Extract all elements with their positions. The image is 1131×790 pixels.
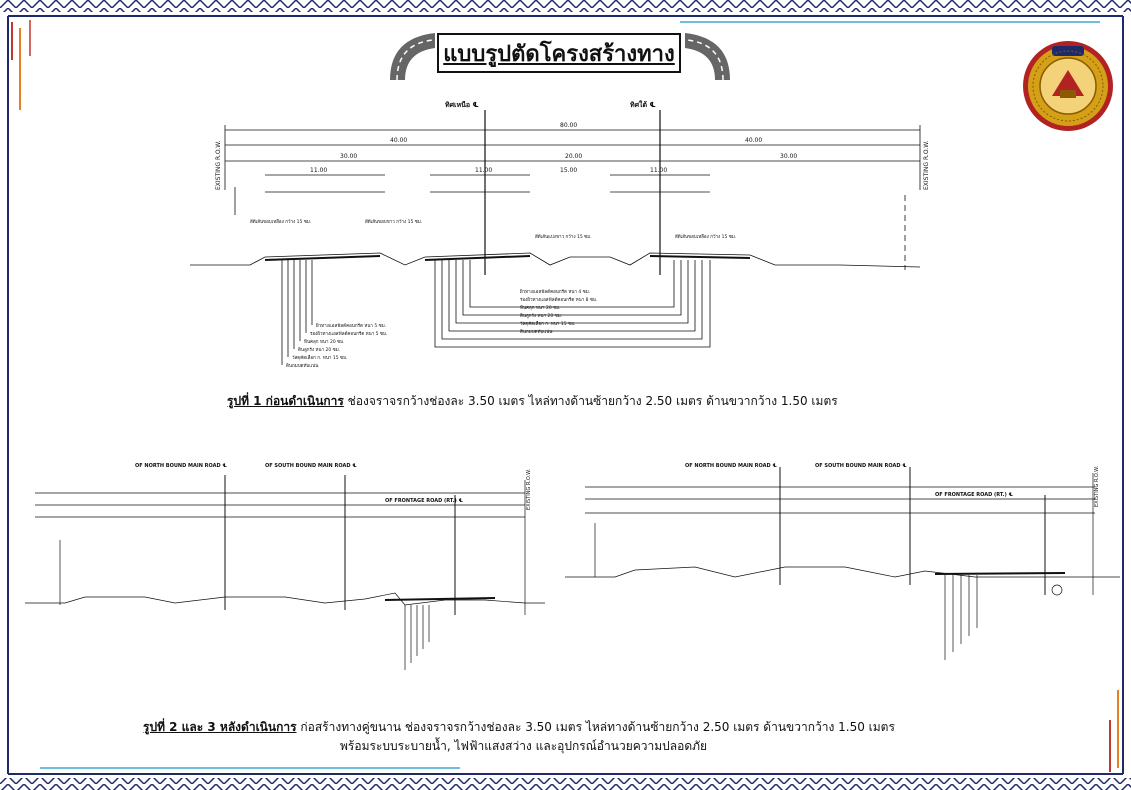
stripe-note-0: สีตีเส้นขอบเหลือง กว้าง 15 ซม. xyxy=(250,218,312,225)
figure3-cross-section: OF NORTH BOUND MAIN ROAD ℄ OF SOUTH BOUN… xyxy=(565,463,1120,660)
note-center-1: รองผิวทางแอสฟัลต์คอนกรีต หนา 8 ซม. xyxy=(520,296,597,303)
figure2-cross-section: OF NORTH BOUND MAIN ROAD ℄ OF SOUTH BOUN… xyxy=(25,463,545,670)
svg-text:30.00: 30.00 xyxy=(340,153,357,160)
page-title: แบบรูปตัดโครงสร้างทาง xyxy=(437,33,681,73)
svg-text:20.00: 20.00 xyxy=(565,153,582,160)
fig2-row-label: EXISTING R.O.W. xyxy=(526,468,532,510)
svg-text:15.00: 15.00 xyxy=(560,167,577,174)
svg-text:11.00: 11.00 xyxy=(650,167,667,174)
note-left-4: วัสดุคัดเลือก ก. หนา 15 ซม. xyxy=(292,354,347,361)
stripe-note-2: สีตีเส้นแบ่งขาว กว้าง 15 ซม. xyxy=(535,234,592,240)
figure1-caption-text: ช่องจราจรกว้างช่องละ 3.50 เมตร ไหล่ทางด้… xyxy=(347,394,838,408)
figure1-cross-section: 80.00 40.00 40.00 30.00 20.00 30.00 11.0… xyxy=(190,100,930,369)
road-curve-right-icon xyxy=(685,33,730,80)
figure1-caption-bold: รูปที่ 1 ก่อนดำเนินการ xyxy=(227,394,344,408)
row-label-left: EXISTING R.O.W. xyxy=(215,141,222,190)
svg-text:40.00: 40.00 xyxy=(745,137,762,144)
stripe-note-3: สีตีเส้นขอบเหลือง กว้าง 15 ซม. xyxy=(675,233,737,240)
figure2-3-caption: รูปที่ 2 และ 3 หลังดำเนินการ ก่อสร้างทาง… xyxy=(143,718,895,737)
svg-text:40.00: 40.00 xyxy=(390,137,407,144)
figure2-3-caption-line2: พร้อมระบบระบายน้ำ, ไฟฟ้าแสงสว่าง และอุปก… xyxy=(340,739,708,753)
stripe-note-1: สีตีเส้นขอบขาว กว้าง 15 ซม. xyxy=(365,219,423,225)
svg-text:11.00: 11.00 xyxy=(310,167,327,174)
fig3-centerline-south: OF SOUTH BOUND MAIN ROAD ℄ xyxy=(815,463,907,469)
centerline-label-north: ทิศเหนือ ℄ xyxy=(445,101,479,109)
road-curve-left-icon xyxy=(390,33,435,80)
row-label-right: EXISTING R.O.W. xyxy=(923,141,930,190)
note-left-2: หินคลุก หนา 20 ซม. xyxy=(304,339,345,345)
note-center-3: ดินลูกรัง หนา 20 ซม. xyxy=(520,313,562,319)
note-center-0: ผิวทางแอสฟัลต์คอนกรีต หนา 4 ซม. xyxy=(520,288,590,295)
fig2-frontage-label: OF FRONTAGE ROAD (RT.) ℄ xyxy=(385,498,463,504)
fig3-frontage-label: OF FRONTAGE ROAD (RT.) ℄ xyxy=(935,492,1013,498)
note-left-5: ดินถมบดทับแน่น xyxy=(286,363,318,369)
figure1-caption: รูปที่ 1 ก่อนดำเนินการ ช่องจราจรกว้างช่อ… xyxy=(227,392,838,411)
note-left-3: ดินลูกรัง หนา 20 ซม. xyxy=(298,347,340,353)
note-center-5: ดินถมบดทับแน่น xyxy=(520,329,552,335)
fig2-centerline-north: OF NORTH BOUND MAIN ROAD ℄ xyxy=(135,463,227,469)
fig2-centerline-south: OF SOUTH BOUND MAIN ROAD ℄ xyxy=(265,463,357,469)
fig3-row-label: EXISTING R.O.W. xyxy=(1094,465,1100,507)
note-center-2: หินคลุก หนา 20 ซม. xyxy=(520,305,561,311)
svg-text:80.00: 80.00 xyxy=(560,122,577,129)
note-left-0: ผิวทางแอสฟัลต์คอนกรีต หนา 5 ซม. xyxy=(316,322,386,329)
note-center-4: วัสดุคัดเลือก ก. หนา 15 ซม. xyxy=(520,320,575,327)
svg-text:11.00: 11.00 xyxy=(475,167,492,174)
fig3-centerline-north: OF NORTH BOUND MAIN ROAD ℄ xyxy=(685,463,777,469)
figure2-3-caption-bold: รูปที่ 2 และ 3 หลังดำเนินการ xyxy=(143,720,297,734)
note-left-1: รองผิวทางแอสฟัลต์คอนกรีต หนา 5 ซม. xyxy=(310,330,387,337)
centerline-label-south: ทิศใต้ ℄ xyxy=(630,100,656,109)
figure2-3-caption-text: ก่อสร้างทางคู่ขนาน ช่องจราจรกว้างช่องละ … xyxy=(300,720,895,734)
page-title-text: แบบรูปตัดโครงสร้างทาง xyxy=(443,41,675,67)
svg-text:30.00: 30.00 xyxy=(780,153,797,160)
department-seal-logo xyxy=(1023,41,1113,131)
